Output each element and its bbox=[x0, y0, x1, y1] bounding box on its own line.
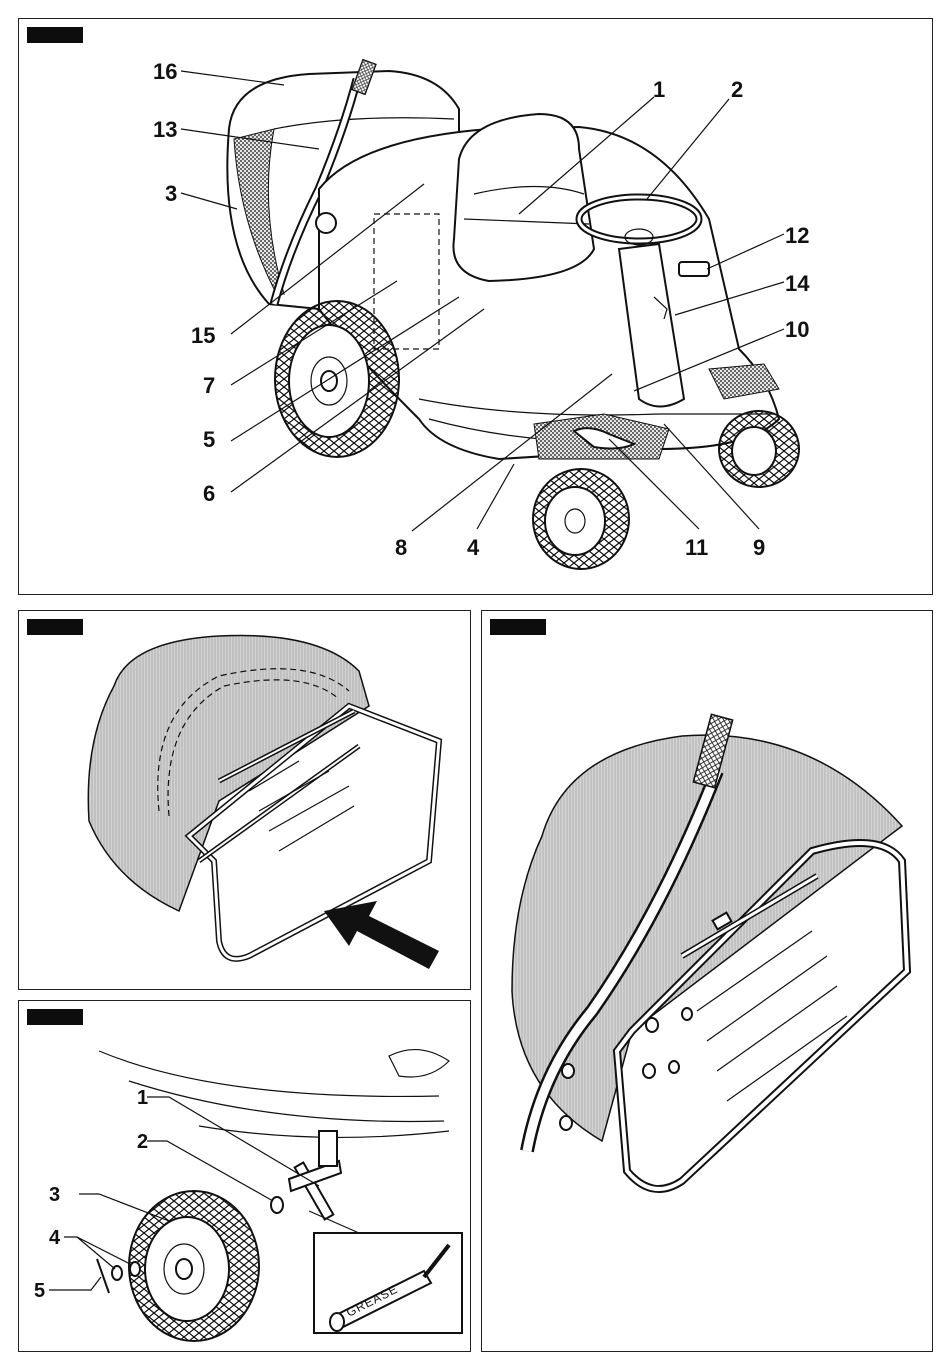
wheel-callout-1: 1 bbox=[137, 1087, 148, 1109]
callout-13: 13 bbox=[153, 117, 177, 142]
callout-14: 14 bbox=[785, 271, 810, 296]
bag-handle-assembly-illustration bbox=[482, 611, 934, 1353]
mower-body-edge bbox=[99, 1051, 439, 1096]
callout-16: 16 bbox=[153, 59, 177, 84]
wheel-callout-4: 4 bbox=[49, 1227, 61, 1249]
wheel-callout-5: 5 bbox=[34, 1280, 45, 1302]
callout-6: 6 bbox=[203, 481, 215, 506]
wheel-assembly-illustration: GREASE 1 2 3 4 5 bbox=[19, 1001, 472, 1353]
callout-5: 5 bbox=[203, 427, 215, 452]
rear-wheel bbox=[275, 301, 399, 457]
callout-2: 2 bbox=[731, 77, 743, 102]
figure-3-panel: GREASE 1 2 3 4 5 bbox=[18, 1000, 471, 1352]
callout-1: 1 bbox=[653, 77, 665, 102]
front-wheel bbox=[533, 469, 629, 569]
split-pin-5 bbox=[97, 1259, 109, 1293]
wheel-callout-3: 3 bbox=[49, 1184, 60, 1206]
callout-11: 11 bbox=[685, 535, 708, 560]
callout-12: 12 bbox=[785, 223, 809, 248]
callout-4: 4 bbox=[467, 535, 480, 560]
callout-3: 3 bbox=[165, 181, 177, 206]
figure-4-panel bbox=[481, 610, 933, 1352]
figure-2-panel bbox=[18, 610, 471, 990]
mower-overview-illustration: 1 2 3 4 5 6 7 8 9 10 11 12 13 14 15 16 bbox=[19, 19, 934, 596]
seat bbox=[453, 114, 594, 281]
callout-8: 8 bbox=[395, 535, 407, 560]
callout-15: 15 bbox=[191, 323, 215, 348]
bag-frame-assembly-illustration bbox=[19, 611, 472, 991]
logo-mark bbox=[389, 1050, 449, 1077]
washer-2 bbox=[271, 1197, 283, 1213]
far-front-wheel bbox=[719, 411, 799, 487]
callout-9: 9 bbox=[753, 535, 765, 560]
figure-1-panel: 1 2 3 4 5 6 7 8 9 10 11 12 13 14 15 16 bbox=[18, 18, 933, 595]
callout-10: 10 bbox=[785, 317, 809, 342]
insertion-arrow bbox=[324, 901, 439, 969]
wheel-callout-2: 2 bbox=[137, 1131, 148, 1153]
axle bbox=[289, 1131, 341, 1219]
fuel-cap bbox=[316, 213, 336, 233]
callout-7: 7 bbox=[203, 373, 215, 398]
grease-inset: GREASE bbox=[309, 1211, 462, 1333]
cutting-height-lever bbox=[679, 262, 709, 276]
